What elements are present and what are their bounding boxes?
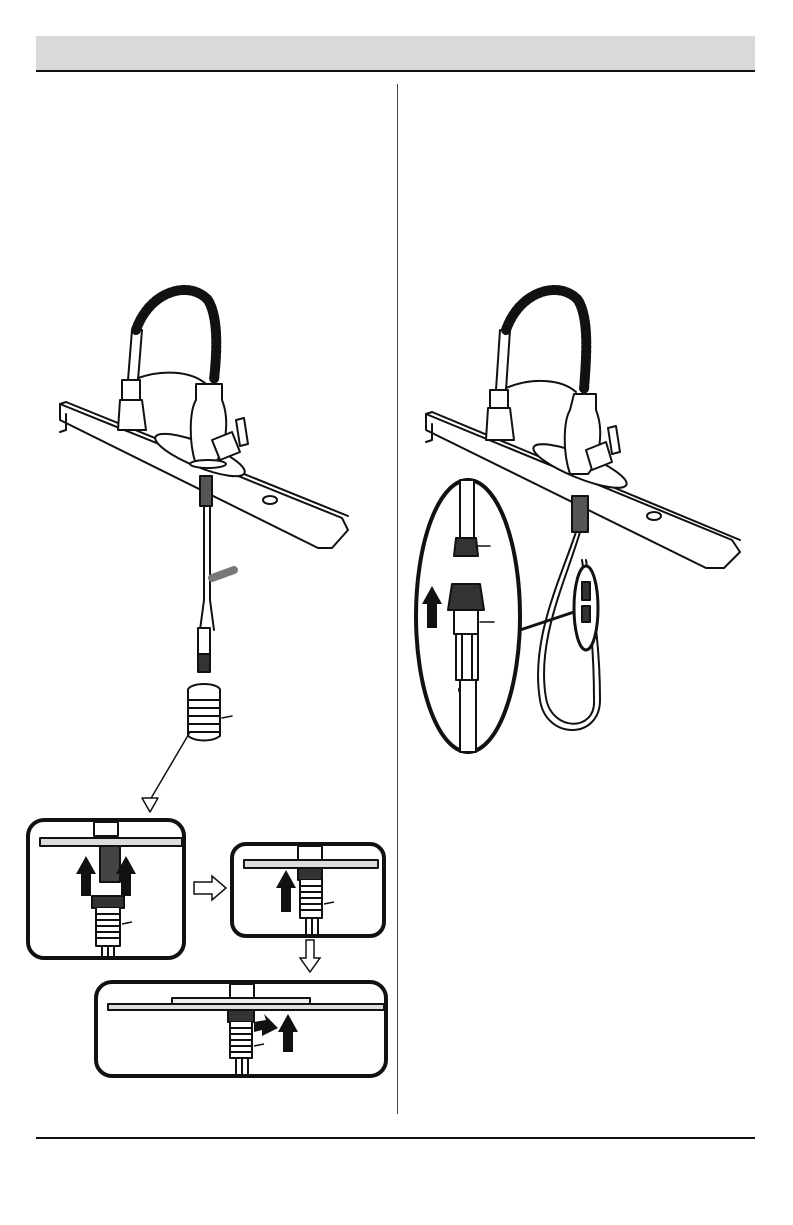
footer-rule xyxy=(36,1137,755,1139)
